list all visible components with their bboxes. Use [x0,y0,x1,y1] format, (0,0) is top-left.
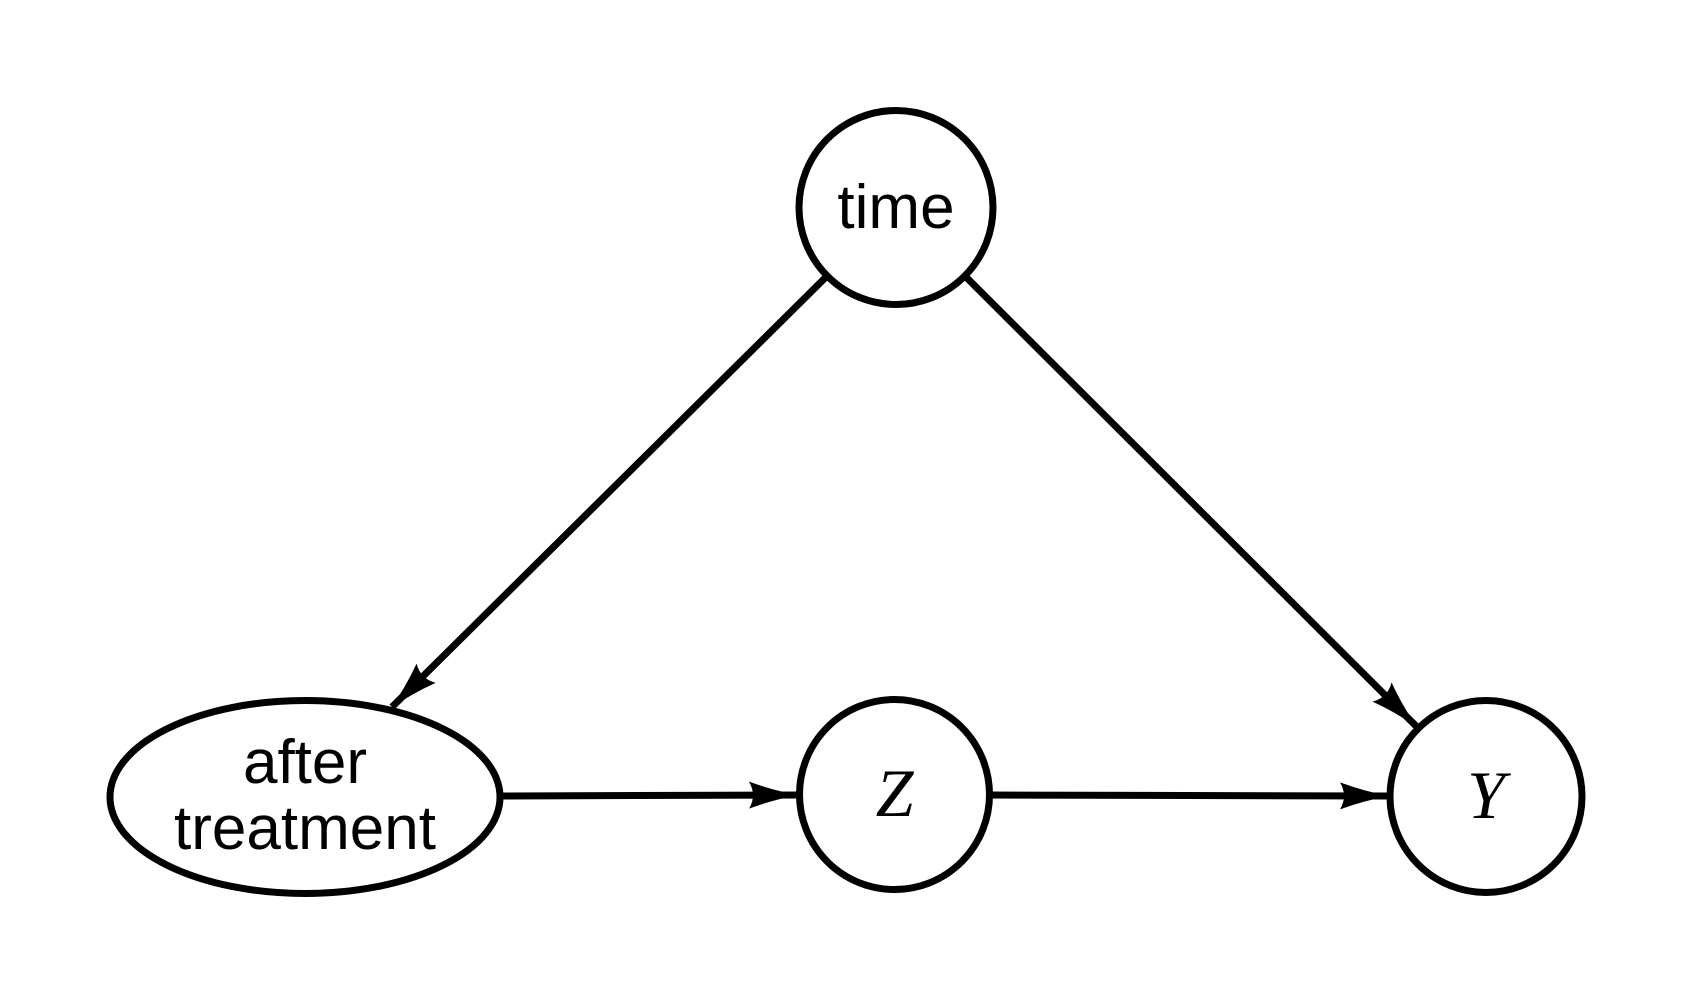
node-y-circle [1386,697,1586,896]
node-time-label: time [837,173,954,242]
node-z-label: Z [876,755,915,831]
node-z-circle [796,696,993,893]
node-after-treatment-ellipse [106,697,504,897]
node-after-treatment-label-line1: after [243,728,367,797]
edge-after-treatment-to-z [501,781,799,809]
node-y-label: Y [1467,757,1511,833]
node-after-treatment-label-line2: treatment [174,794,436,863]
edge-z-to-y [990,782,1390,810]
node-time-circle [795,107,997,308]
edge-time-to-after-treatment [389,274,829,710]
edge-time-to-y [963,274,1419,729]
